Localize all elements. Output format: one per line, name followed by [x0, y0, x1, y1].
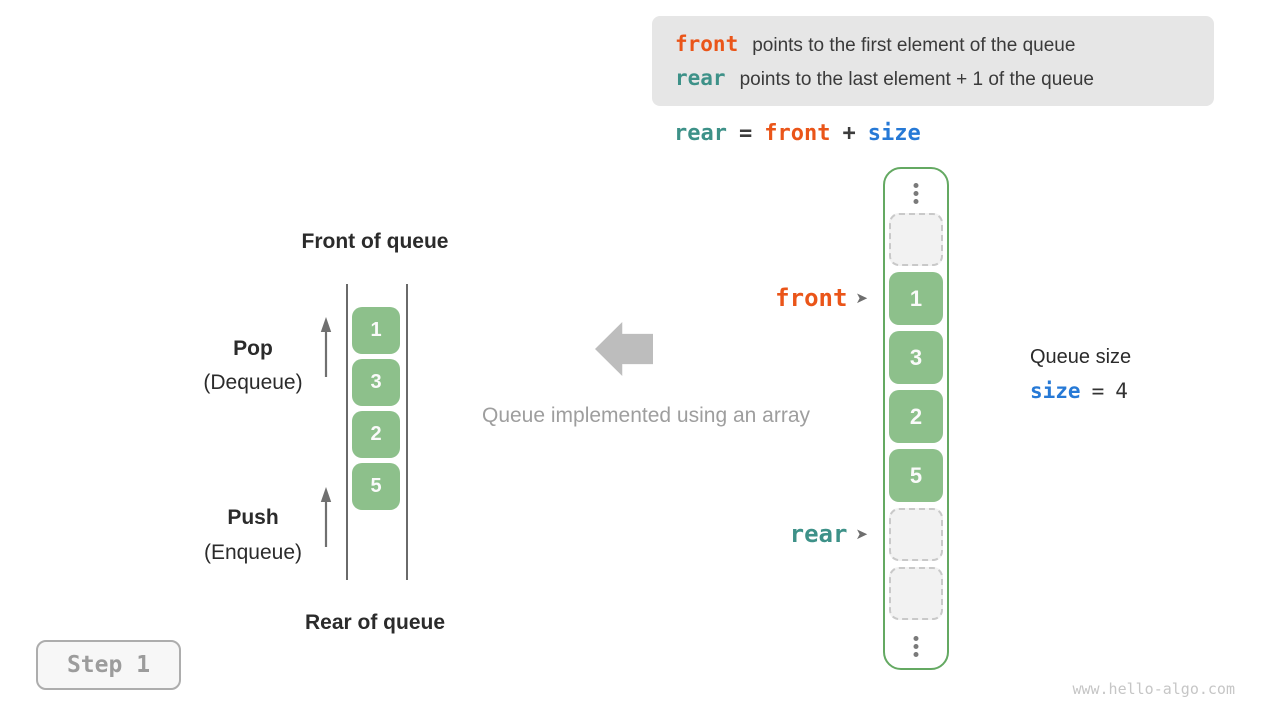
array-cell-empty — [889, 508, 943, 561]
array-cell-filled: 1 — [889, 272, 943, 325]
legend-box: front points to the first element of the… — [652, 16, 1214, 106]
size-equals: = — [1091, 379, 1105, 403]
queue-size-value-row: size = 4 — [1030, 379, 1128, 403]
size-variable: size — [1030, 379, 1081, 403]
pop-up-arrow-icon — [320, 317, 332, 377]
array-cell-empty — [889, 567, 943, 620]
pop-label: Pop — [233, 337, 273, 360]
queue-wall-left — [346, 284, 348, 580]
legend-line-front: front points to the first element of the… — [675, 32, 1214, 57]
front-pointer-label: front — [775, 284, 848, 312]
size-value: 4 — [1115, 379, 1128, 403]
left-queue-cell: 1 — [352, 307, 400, 354]
pointer-arrowhead-icon: ➤ — [855, 525, 868, 543]
array-cell-filled: 2 — [889, 390, 943, 443]
ellipsis-bottom-icon — [913, 636, 919, 657]
push-label: Push — [227, 506, 279, 529]
dequeue-label: (Dequeue) — [203, 371, 303, 394]
front-pointer: front ➤ — [740, 283, 868, 313]
left-queue-cell: 3 — [352, 359, 400, 406]
array-cell-empty — [889, 213, 943, 266]
rear-of-queue-label: Rear of queue — [304, 611, 446, 634]
rear-pointer-label: rear — [789, 520, 848, 548]
array-cell-filled: 5 — [889, 449, 943, 502]
array-implementation-caption: Queue implemented using an array — [481, 404, 811, 427]
front-description: points to the first element of the queue — [752, 34, 1076, 56]
rear-description: points to the last element + 1 of the qu… — [739, 68, 1094, 90]
rear-keyword: rear — [675, 65, 726, 90]
left-queue-cell: 5 — [352, 463, 400, 510]
front-of-queue-label: Front of queue — [301, 230, 449, 253]
formula-front: front — [764, 121, 831, 146]
left-block-arrow-icon — [595, 322, 653, 376]
pointer-formula: rear = front + size — [674, 121, 921, 146]
formula-size: size — [867, 121, 921, 146]
legend-line-rear: rear points to the last element + 1 of t… — [675, 66, 1214, 91]
formula-equals: = — [738, 121, 753, 146]
enqueue-label: (Enqueue) — [203, 541, 303, 564]
ellipsis-top-icon — [913, 183, 919, 204]
queue-size-title: Queue size — [1030, 346, 1132, 368]
array-cell-filled: 3 — [889, 331, 943, 384]
left-queue-cell: 2 — [352, 411, 400, 458]
pointer-arrowhead-icon: ➤ — [855, 289, 868, 307]
formula-rear: rear — [674, 121, 727, 146]
front-keyword: front — [675, 31, 739, 56]
queue-wall-right — [406, 284, 408, 580]
rear-pointer: rear ➤ — [740, 519, 868, 549]
watermark-url: www.hello-algo.com — [1072, 680, 1235, 698]
push-up-arrow-icon — [320, 487, 332, 547]
formula-plus: + — [842, 121, 856, 146]
step-badge: Step 1 — [36, 640, 181, 690]
